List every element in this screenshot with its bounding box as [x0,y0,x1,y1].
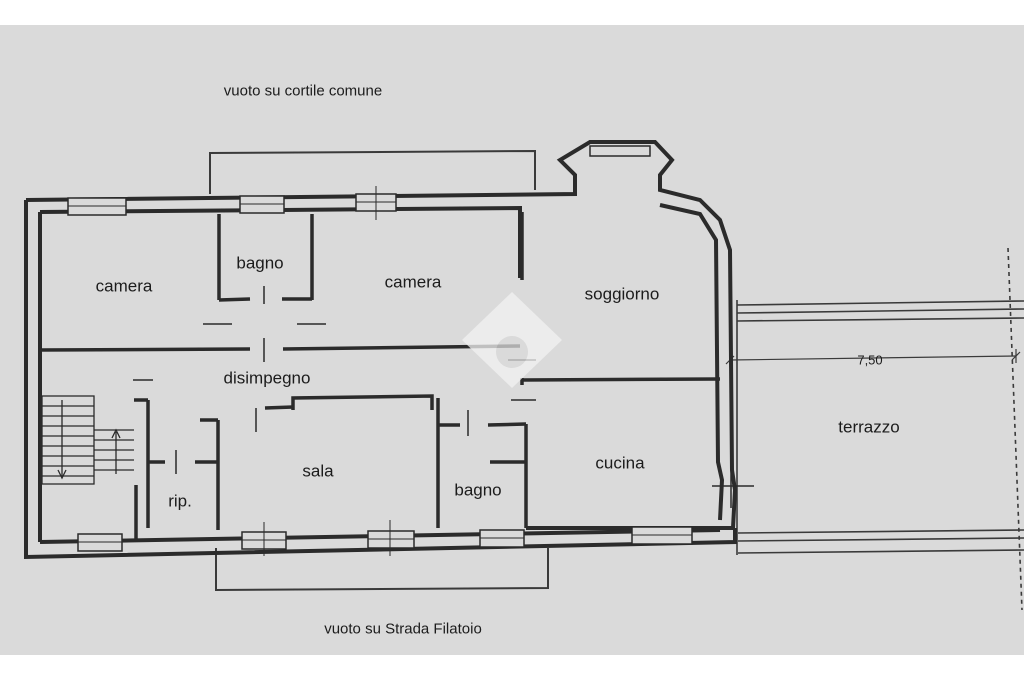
room-camera-center: camera [384,272,442,292]
room-disimpegno: disimpegno [223,368,311,388]
room-cucina: cucina [595,453,645,473]
room-sala: sala [302,461,334,481]
door-markers [133,286,754,508]
terrace-lines [736,247,1024,611]
note-courtyard: vuoto su cortile comune [223,82,383,100]
room-terrazzo: terrazzo [838,417,900,437]
balcony-outlines [209,149,549,592]
staircase [41,395,134,485]
room-bagno-top: bagno [236,253,284,273]
note-street: vuoto su Strada Filatoio [324,620,482,638]
dimension-terrace-width: 7,50 [857,352,883,368]
room-ripostiglio: rip. [168,491,192,511]
windows [67,145,693,552]
bottom-balcony-outline [215,548,549,592]
top-balcony-outline [209,149,536,194]
window-mullions [68,186,692,556]
watermark-logo [462,292,562,388]
room-soggiorno: soggiorno [584,284,660,304]
room-bagno-bottom: bagno [454,480,502,500]
room-camera-left: camera [95,276,153,296]
